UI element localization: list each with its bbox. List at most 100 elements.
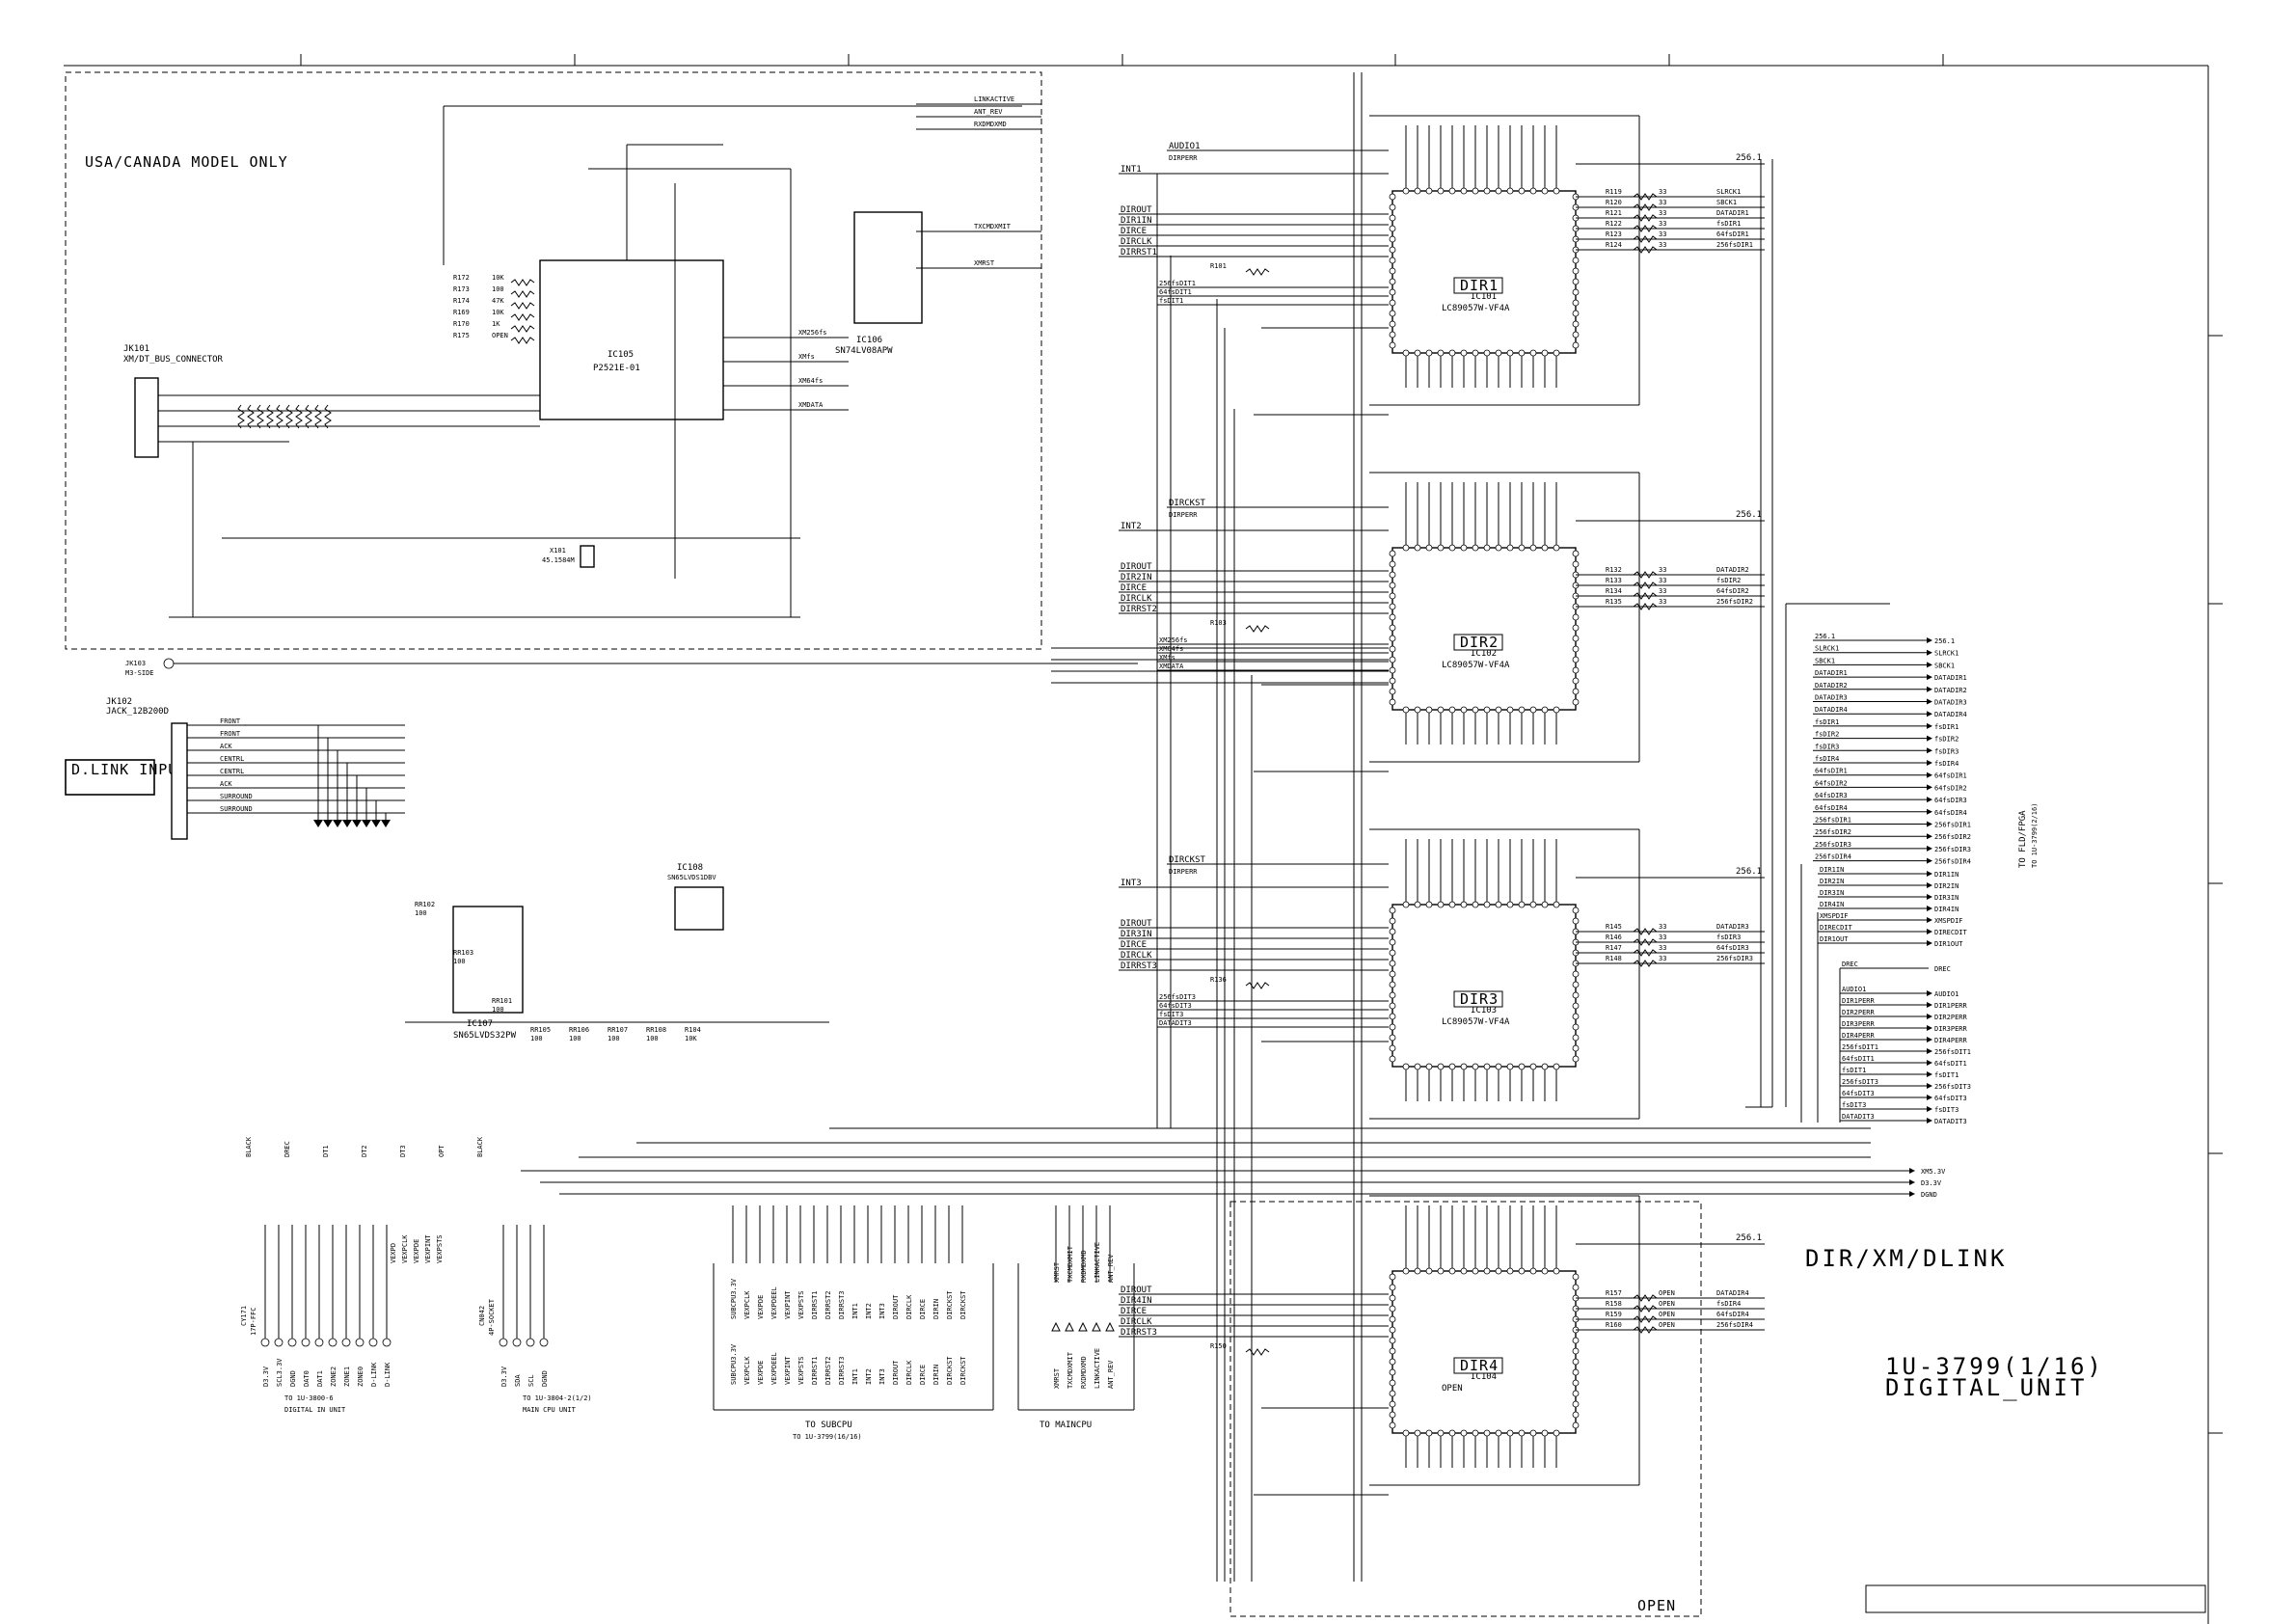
chip-pin — [1389, 592, 1396, 600]
xm-out-label: XM64fs — [798, 377, 823, 385]
chip-pin — [1389, 1044, 1396, 1052]
chip-pin — [1437, 544, 1445, 552]
chip-pin — [1389, 981, 1396, 988]
dit-net-label: DIR3PERR — [1842, 1020, 1876, 1028]
dirin-vert-label: DT1 — [322, 1145, 330, 1157]
connector-pin — [539, 1338, 549, 1347]
chip-pin — [1572, 299, 1580, 307]
ic105-ref: IC105 — [608, 350, 634, 360]
subcpu-line-label: INT2 — [865, 1303, 873, 1319]
dit-port-label: 256fsDIT1 — [1934, 1048, 1971, 1056]
chip-pin — [1389, 1368, 1396, 1376]
connector-dest2: MAIN CPU UNIT — [523, 1406, 577, 1414]
chip-pin — [1472, 1429, 1479, 1437]
xm-cap — [314, 404, 322, 429]
dit-port-label: fsDIT3 — [1934, 1106, 1958, 1114]
subcpu-line-label: INT3 — [878, 1303, 886, 1319]
dit-port-label: DIR3PERR — [1934, 1025, 1968, 1033]
chip-pin — [1389, 698, 1396, 706]
arrow-icon — [1078, 1321, 1088, 1332]
chip-pin — [1389, 1034, 1396, 1042]
xtal-res-label: R101 — [1210, 262, 1227, 270]
chip-pin — [1518, 901, 1526, 908]
dir-input-label: DIRCE — [1121, 227, 1147, 236]
xtal-resistor — [1245, 268, 1270, 276]
fpga-dest-ref: TO 1U-3799(2/16) — [2031, 803, 2039, 868]
chip-pin — [1506, 706, 1514, 714]
output-res-val: 33 — [1659, 587, 1666, 595]
jk102-ref: JK102 — [106, 697, 132, 707]
chip-pin — [1389, 949, 1396, 957]
connector-pin-label: D3.3V — [262, 1366, 270, 1387]
connector-pin — [526, 1338, 535, 1347]
dirin-vert-label: OPT — [438, 1145, 446, 1157]
chip-pin — [1437, 349, 1445, 357]
fpga-port-label: DATADIR2 — [1934, 687, 1967, 694]
subcpu-port-label: INT2 — [865, 1368, 873, 1385]
xm-cap — [305, 404, 312, 429]
subcpu-line-label: DIRRST1 — [811, 1290, 819, 1319]
dir-extra-label: XM64fs — [1159, 645, 1183, 653]
xm-res-ref: R173 — [453, 285, 470, 293]
vexp-label: VEXPINT — [424, 1234, 432, 1263]
xtal-res-label: R150 — [1210, 1342, 1227, 1350]
chip-pin — [1437, 1429, 1445, 1437]
subcpu-port-label: INT3 — [878, 1368, 886, 1385]
dirin-port-label: DIRECDIT — [1934, 929, 1968, 936]
dir-extra-label: XMDATA — [1159, 663, 1184, 670]
bus-arrow — [1927, 845, 1932, 852]
output-res-val: 33 — [1659, 955, 1666, 962]
chip-pin — [1483, 187, 1491, 195]
dlink-res-val: 100 — [453, 958, 466, 965]
chip-pin — [1483, 1063, 1491, 1070]
dlink-res-val: 100 — [608, 1035, 620, 1042]
fpga-port-label: 64fsDIR1 — [1934, 772, 1967, 780]
output-resistor — [1633, 203, 1658, 211]
xm-res-ref: R169 — [453, 309, 470, 316]
chip-pin — [1389, 331, 1396, 338]
chip-pin — [1572, 1379, 1580, 1387]
chip-pin — [1572, 267, 1580, 275]
x101-ref: X101 — [550, 547, 566, 555]
xm-res-val: 47K — [492, 297, 504, 305]
arrow-icon — [1105, 1321, 1115, 1332]
chip-pin — [1572, 635, 1580, 642]
fpga-port-label: 256fsDIR3 — [1934, 846, 1971, 853]
chip-pin — [1448, 1429, 1456, 1437]
dlink-res-val: 10K — [685, 1035, 697, 1042]
dir-input-label: DIRCLK — [1121, 237, 1152, 247]
chip-pin — [1572, 981, 1580, 988]
chip-pin — [1389, 1294, 1396, 1302]
connector-pin — [328, 1338, 338, 1347]
chip-pin — [1389, 203, 1396, 211]
chip-pin — [1572, 1013, 1580, 1020]
dlink-line-label: CENTRL — [220, 755, 244, 763]
diode-icon — [323, 820, 333, 827]
chip-pin — [1529, 349, 1537, 357]
connector-pin-label: ZONE0 — [357, 1367, 365, 1387]
chip-pin — [1506, 1063, 1514, 1070]
output-resistor — [1633, 582, 1658, 589]
subcpu-port-label: VEXPINT — [784, 1356, 792, 1385]
dit-port-label: DATADIT3 — [1934, 1118, 1967, 1125]
dir-input-label: DIROUT — [1121, 562, 1152, 572]
output-res-ref: R123 — [1606, 230, 1622, 238]
clk-256-label: 256.1 — [1736, 153, 1762, 163]
chip-pin — [1495, 1063, 1502, 1070]
dirin-vert-label: DREC — [284, 1141, 291, 1157]
chip-pin — [1437, 1267, 1445, 1275]
chip-pin — [1529, 1063, 1537, 1070]
dir-tag-box — [1453, 1357, 1503, 1374]
connector-pin — [341, 1338, 351, 1347]
chip-pin — [1460, 1429, 1468, 1437]
chip-pin — [1529, 706, 1537, 714]
chip-pin — [1414, 1429, 1421, 1437]
subcpu-line-label: DIRCE — [919, 1299, 927, 1319]
bus-arrow — [1927, 1048, 1932, 1054]
subcpu-line-label: VEXPINT — [784, 1290, 792, 1319]
fpga-net-label: DATADIR1 — [1815, 669, 1848, 677]
subcpu-port-label: DIRIN — [932, 1365, 940, 1385]
dir-input-label: DIRCLK — [1121, 594, 1152, 604]
chip-pin — [1495, 1267, 1502, 1275]
ic108-ref: IC108 — [677, 863, 703, 873]
